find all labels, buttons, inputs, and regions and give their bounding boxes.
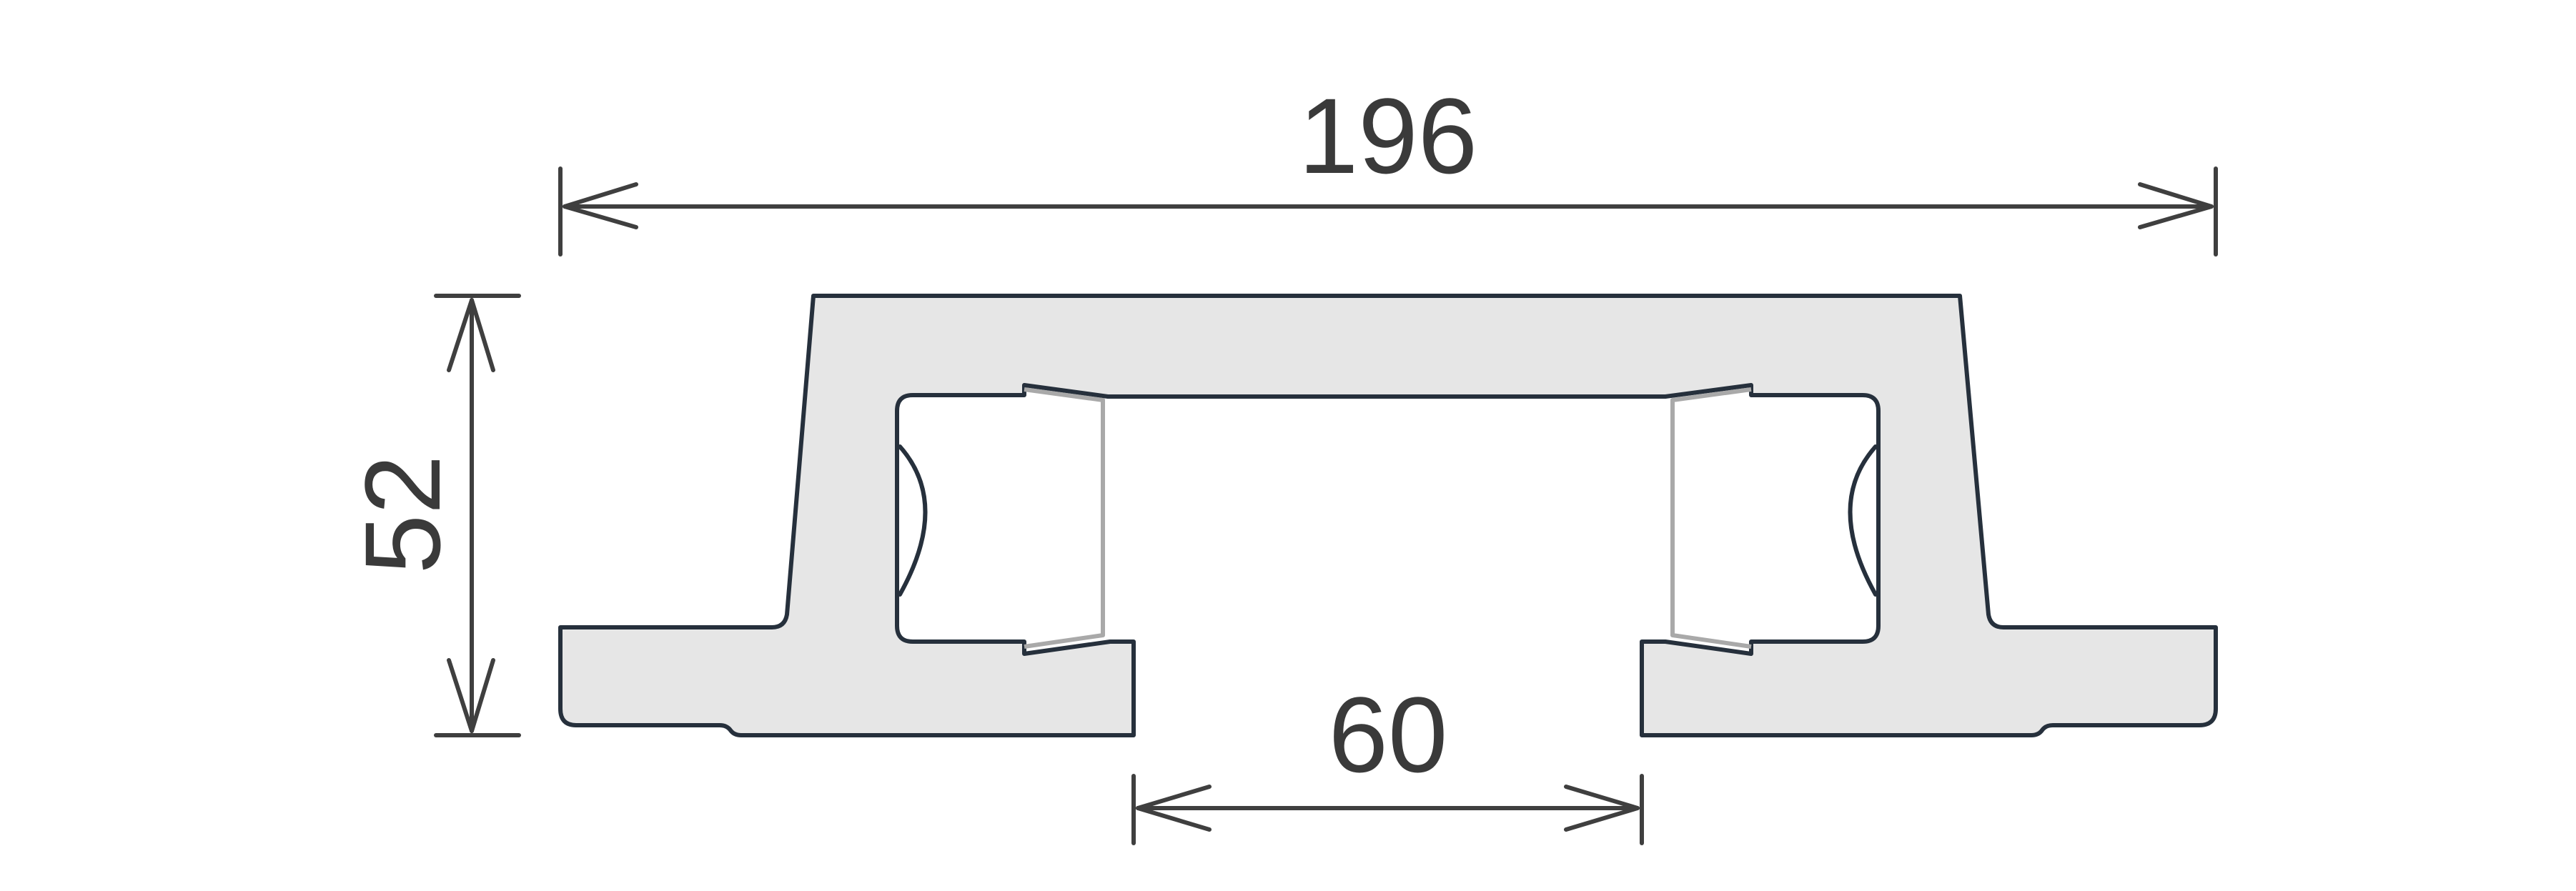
overall-width-label: 196 (1299, 76, 1477, 196)
height-label: 52 (342, 455, 462, 574)
arrow-right (2138, 182, 2214, 229)
profile-cross-section (558, 294, 2218, 737)
arrow-right (1564, 785, 1640, 832)
left-hidden-edge (1024, 387, 1105, 649)
left-groove-arc (898, 444, 928, 597)
arrow-left (1136, 785, 1212, 832)
right-groove-arc (1848, 444, 1878, 597)
arrow-bottom (447, 658, 495, 733)
slot-width-dimension: 60 (1131, 675, 1644, 845)
arrow-top (447, 298, 495, 372)
slot-width-label: 60 (1329, 675, 1448, 795)
height-dimension: 52 (342, 294, 521, 737)
arrow-left (563, 182, 638, 229)
right-hidden-edge (1670, 387, 1752, 649)
overall-width-dimension: 196 (558, 76, 2218, 257)
